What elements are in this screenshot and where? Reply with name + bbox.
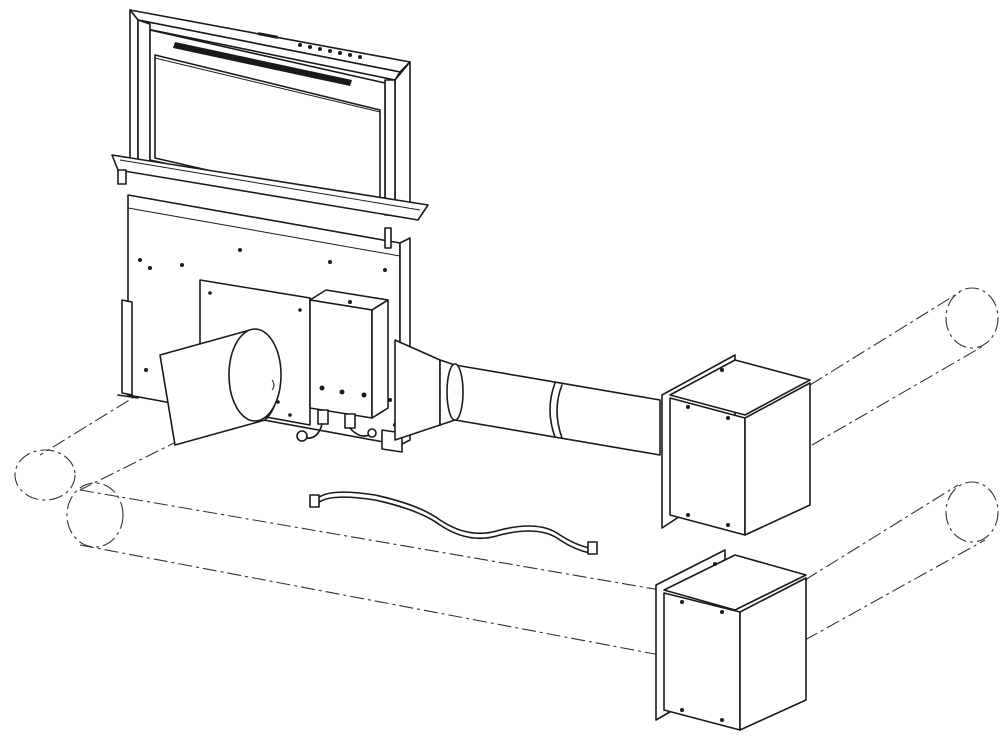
electrical-control-box	[296, 289, 389, 442]
downdraft-hood-unit	[111, 9, 429, 249]
connection-cable	[309, 491, 598, 555]
touch-control-strip	[257, 32, 362, 59]
duct-transition	[394, 339, 661, 456]
external-blower-box	[661, 354, 811, 536]
round-duct-outlet	[159, 328, 282, 446]
external-blower-box	[655, 549, 807, 731]
